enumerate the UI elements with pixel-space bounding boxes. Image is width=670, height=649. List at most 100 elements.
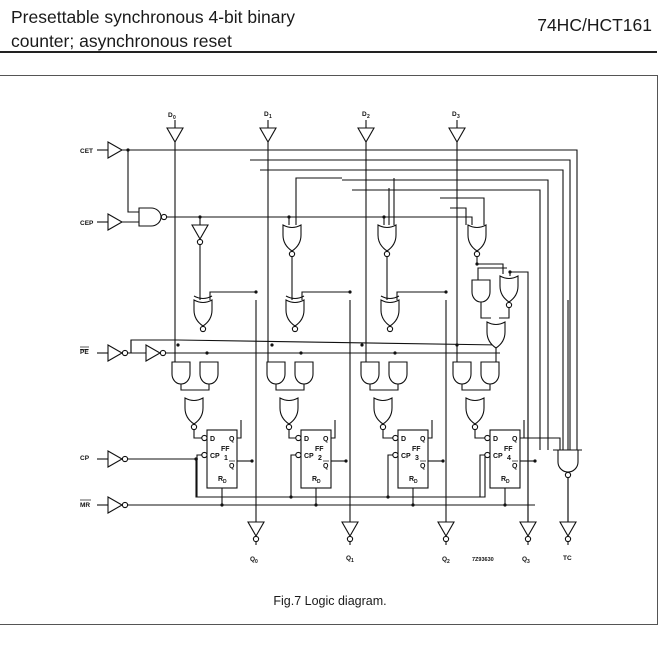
ff-label: FF: [221, 446, 230, 453]
pin-q-label: Q: [512, 436, 518, 443]
svg-text:D: D: [362, 111, 367, 118]
junction-dot: [254, 290, 258, 294]
wire: [450, 207, 467, 225]
wire: [288, 427, 297, 439]
ff-number: 1: [224, 455, 228, 462]
svg-text:3: 3: [457, 114, 460, 120]
cp-inversion-bubble-icon: [295, 451, 302, 459]
and-hold-stage0-icon: [199, 361, 219, 385]
header-divider: [0, 51, 657, 53]
inverter-pe2-icon: [145, 344, 167, 362]
wire: [167, 216, 473, 225]
nor-d-stage0-icon: [184, 397, 204, 431]
buffer-d0-icon: [166, 127, 184, 144]
wire: [209, 291, 256, 300]
and-hold-stage2-icon: [388, 361, 408, 385]
nor-d-stage3-icon: [465, 397, 485, 431]
pin-qbar-label: Q: [323, 463, 329, 470]
inversion-bubble-icon: [564, 471, 572, 479]
wire: [331, 420, 336, 439]
wire: [193, 427, 203, 439]
wire: [195, 455, 486, 498]
junction-dot: [348, 290, 352, 294]
wire: [474, 427, 486, 439]
ff-number: 3: [415, 455, 419, 462]
nor-stage1-icon: [282, 224, 302, 258]
inversion-bubble-icon: [252, 535, 260, 543]
inversion-bubble-icon: [346, 535, 354, 543]
inversion-bubble-icon: [471, 423, 479, 431]
wire: [295, 177, 342, 225]
output-buffer-2-icon: [437, 521, 455, 543]
ff-label: FF: [412, 446, 421, 453]
svg-text:Q: Q: [346, 555, 351, 562]
nor-d-stage1-icon: [279, 397, 299, 431]
inversion-bubble-icon: [383, 250, 391, 258]
inversion-bubble-icon: [442, 535, 450, 543]
input-label-cet: CET: [80, 148, 93, 155]
input-label-mr: MR: [80, 502, 90, 509]
inversion-bubble-icon: [564, 535, 572, 543]
ff-number: 2: [318, 455, 322, 462]
cp-inversion-bubble-icon: [484, 451, 491, 459]
pin-cp-label: CP: [210, 453, 220, 460]
and-hold-stage1-icon: [294, 361, 314, 385]
buffer-cep-icon: [107, 213, 124, 231]
pin-qbar-label: Q: [420, 463, 426, 470]
wire: [520, 420, 525, 439]
pin-cp-label: CP: [493, 453, 503, 460]
inversion-bubble-icon: [285, 423, 293, 431]
xnor-stage1-icon: [285, 295, 305, 333]
svg-text:0: 0: [255, 559, 258, 565]
inversion-bubble-icon: [473, 250, 481, 258]
d-inversion-bubble-icon: [201, 434, 208, 442]
pin-rd-label: R: [409, 476, 414, 483]
d-inversion-bubble-icon: [392, 434, 399, 442]
junction-dot: [441, 459, 445, 463]
xnor-stage2-icon: [380, 295, 400, 333]
and-load-stage3-icon: [452, 361, 472, 385]
inverter-stage0-icon: [191, 224, 209, 246]
pin-cp-label: CP: [304, 453, 314, 460]
svg-text:1: 1: [351, 558, 354, 564]
inversion-bubble-icon: [121, 349, 129, 357]
inverter-mr-icon: [107, 496, 129, 514]
wire: [387, 454, 393, 497]
junction-dot: [444, 290, 448, 294]
junction-dot: [289, 495, 293, 499]
pin-d-label: D: [304, 436, 309, 443]
and-hold-stage3-icon: [480, 361, 500, 385]
wire: [440, 197, 485, 225]
junction-dot: [360, 343, 364, 347]
wire: [383, 383, 399, 391]
inverter-cp-icon: [107, 450, 129, 468]
title-line-2: counter; asynchronous reset: [11, 31, 232, 51]
buffer-d1-icon: [259, 127, 277, 144]
pin-d-label: D: [401, 436, 406, 443]
pin-rd-label: R: [501, 476, 506, 483]
pin-rd-label: R: [218, 476, 223, 483]
pin-qbar-label: Q: [229, 463, 235, 470]
d-inversion-bubble-icon: [295, 434, 302, 442]
junction-dot: [250, 459, 254, 463]
wire: [342, 179, 549, 450]
pin-qbar-label: Q: [512, 463, 518, 470]
pin-q-label: Q: [229, 436, 235, 443]
inversion-bubble-icon: [379, 423, 387, 431]
inversion-bubble-icon: [505, 301, 513, 309]
output-buffer-1-icon: [341, 521, 359, 543]
nand-tc-icon: [553, 449, 582, 479]
svg-text:1: 1: [269, 114, 272, 120]
wire: [260, 169, 564, 450]
buffer-d2-icon: [357, 127, 375, 144]
wire: [461, 383, 475, 391]
